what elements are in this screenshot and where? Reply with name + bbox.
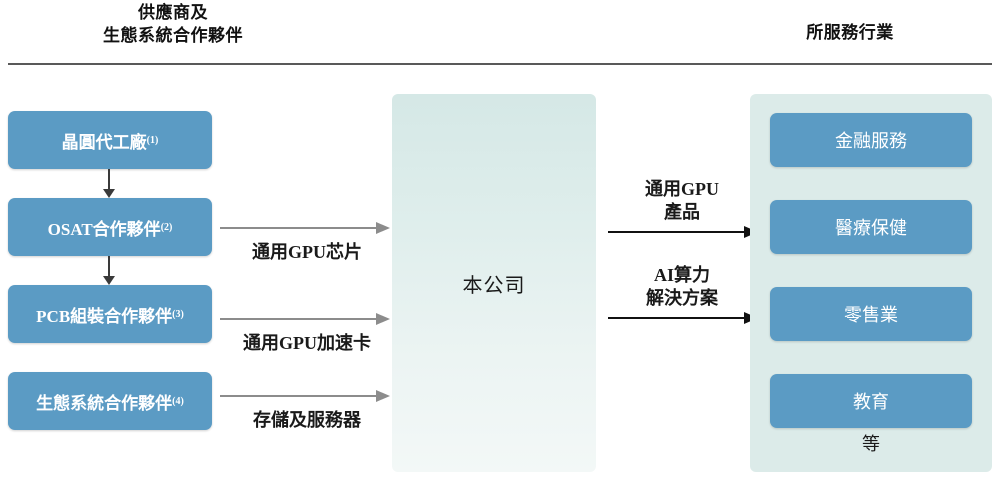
supply-flow-label-gpu-chip: 通用GPU芯片 [252, 242, 362, 262]
industries-panel: 金融服務 醫療保健 零售業 教育 等 [750, 94, 992, 472]
industry-box-education[interactable]: 教育 [770, 374, 972, 428]
supplier-box-wafer-foundry[interactable]: 晶圓代工廠(1) [8, 111, 212, 169]
supply-flow-arrow-icon [220, 390, 390, 402]
supplier-box-osat-partner[interactable]: OSAT合作夥伴(2) [8, 198, 212, 256]
vertical-connector-line [108, 169, 110, 189]
industry-box-healthcare[interactable]: 醫療保健 [770, 200, 972, 254]
arrow-shaft [220, 395, 378, 397]
down-arrowhead-icon [103, 189, 115, 198]
supplier-column-header: 供應商及 生態系統合作夥伴 [8, 2, 338, 48]
supply-flow-label-gpu-accelerator-card: 通用GPU加速卡 [243, 333, 371, 353]
arrow-shaft [220, 227, 378, 229]
output-flow-label-gpu-products: 通用GPU 產品 [600, 178, 764, 223]
industry-box-financial-services[interactable]: 金融服務 [770, 113, 972, 167]
arrow-shaft [220, 318, 378, 320]
supplier-box-label: PCB組裝合作夥伴 [36, 306, 173, 326]
right-arrowhead-icon [376, 390, 390, 402]
supplier-box-footnote-marker: (3) [172, 308, 184, 320]
supplier-column-header-line2: 生態系統合作夥伴 [103, 25, 243, 45]
supplier-column-header-line1: 供應商及 [138, 3, 208, 22]
supply-flow-label-storage-and-server: 存儲及服務器 [253, 410, 361, 430]
header-divider-rule [8, 63, 992, 65]
supplier-box-label: OSAT合作夥伴 [47, 219, 161, 239]
arrow-shaft [608, 231, 746, 233]
supplier-box-footnote-marker: (1) [146, 134, 159, 146]
output-flow-label-line1: 通用GPU [645, 179, 719, 199]
right-arrowhead-icon [376, 313, 390, 325]
industries-etc-label: 等 [862, 434, 880, 454]
supplier-box-label: 晶圓代工廠 [61, 132, 147, 152]
company-box[interactable]: 本公司 [392, 94, 596, 472]
vertical-connector-line [108, 256, 110, 276]
company-box-label: 本公司 [462, 274, 526, 297]
supplier-box-label: 生態系統合作夥伴 [36, 393, 173, 413]
output-flow-label-ai-compute-solution: AI算力 解決方案 [600, 264, 764, 309]
output-flow-arrow-icon [608, 226, 760, 238]
industry-box-retail[interactable]: 零售業 [770, 287, 972, 341]
arrow-shaft [608, 317, 746, 319]
output-flow-label-line1: AI算力 [653, 265, 710, 285]
output-flow-label-line2: 產品 [664, 201, 700, 222]
industry-column-header: 所服務行業 [806, 23, 894, 42]
down-arrowhead-icon [103, 276, 115, 285]
supplier-box-footnote-marker: (2) [160, 221, 173, 233]
output-flow-label-line2: 解決方案 [646, 287, 718, 308]
supply-flow-arrow-icon [220, 222, 390, 234]
right-arrowhead-icon [376, 222, 390, 234]
supplier-box-ecosystem-partner[interactable]: 生態系統合作夥伴(4) [8, 372, 212, 430]
supplier-box-footnote-marker: (4) [172, 395, 184, 407]
supply-flow-arrow-icon [220, 313, 390, 325]
output-flow-arrow-icon [608, 312, 760, 324]
supplier-box-pcb-assembly-partner[interactable]: PCB組裝合作夥伴(3) [8, 285, 212, 343]
